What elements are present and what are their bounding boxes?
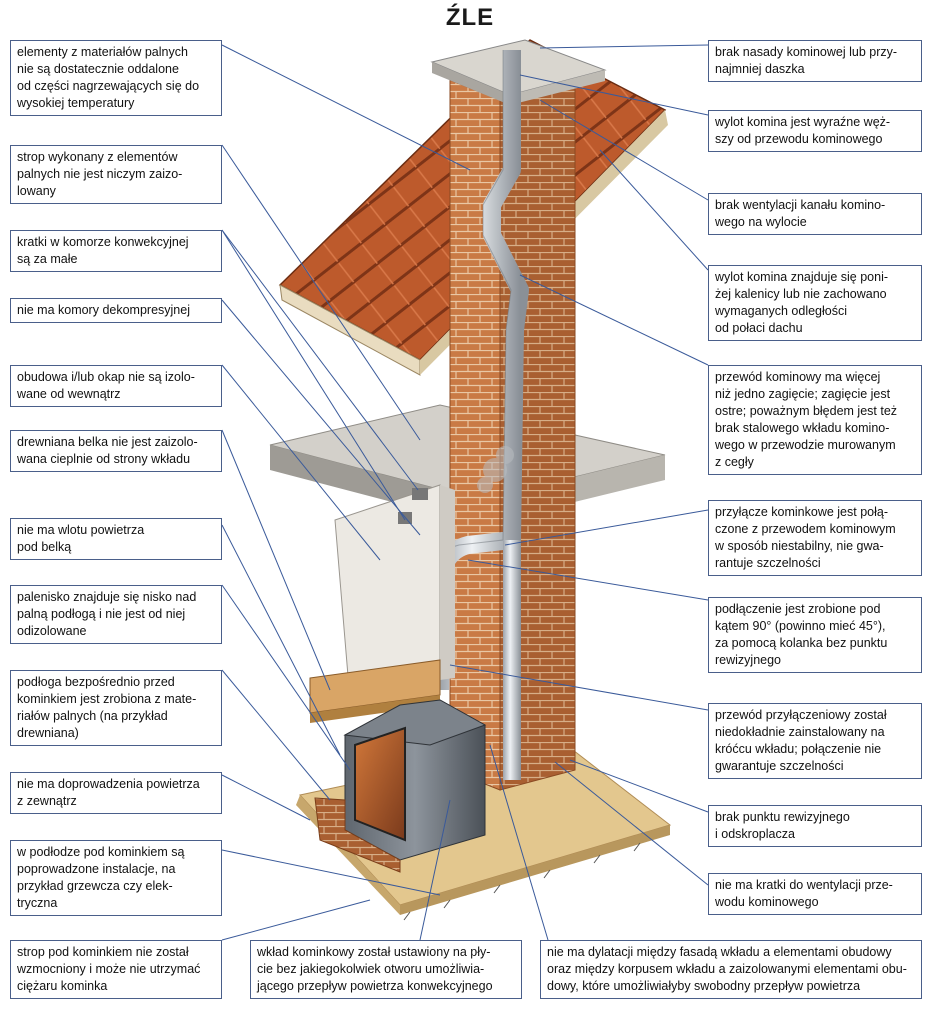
label-text: przewód kominowy ma więcej niż jedno zag… xyxy=(715,370,898,469)
label-text: nie ma wlotu powietrza pod belką xyxy=(17,523,145,554)
label-text: wkład kominkowy został ustawiony na pły-… xyxy=(257,945,493,993)
label-housing-not-insulated: obudowa i/lub okap nie są izolo- wane od… xyxy=(10,365,222,407)
label-text: nie ma komory dekompresyjnej xyxy=(17,303,190,317)
label-text: w podłodze pod kominkiem są poprowadzone… xyxy=(17,845,185,910)
label-installations-in-floor: w podłodze pod kominkiem są poprowadzone… xyxy=(10,840,222,916)
label-text: przewód przyłączeniowy został niedokładn… xyxy=(715,708,887,773)
label-connector-pipe: przewód przyłączeniowy został niedokładn… xyxy=(708,703,922,779)
label-ceiling-not-reinforced: strop pod kominkiem nie został wzmocnion… xyxy=(10,940,222,999)
label-unstable-connection: przyłącze kominkowe jest połą- czone z p… xyxy=(708,500,922,576)
label-firebox-low: palenisko znajduje się nisko nad palną p… xyxy=(10,585,222,644)
label-combustible-elements: elementy z materiałów palnych nie są dos… xyxy=(10,40,222,116)
label-text: podłoga bezpośrednio przed kominkiem jes… xyxy=(17,675,197,740)
label-90-degree-elbow: podłączenie jest zrobione pod kątem 90° … xyxy=(708,597,922,673)
label-outlet-below-ridge: wylot komina znajduje się poni- żej kale… xyxy=(708,265,922,341)
label-text: brak wentylacji kanału komino- wego na w… xyxy=(715,198,886,229)
label-flue-bends: przewód kominowy ma więcej niż jedno zag… xyxy=(708,365,922,475)
label-wooden-beam: drewniana belka nie jest zaizolo- wana c… xyxy=(10,430,222,472)
label-text: obudowa i/lub okap nie są izolo- wane od… xyxy=(17,370,195,401)
label-combustible-floor: podłoga bezpośrednio przed kominkiem jes… xyxy=(10,670,222,746)
label-text: podłączenie jest zrobione pod kątem 90° … xyxy=(715,602,888,667)
label-text: nie ma doprowadzenia powietrza z zewnątr… xyxy=(17,777,200,808)
label-no-air-inlet: nie ma wlotu powietrza pod belką xyxy=(10,518,222,560)
label-text: drewniana belka nie jest zaizolo- wana c… xyxy=(17,435,198,466)
label-no-expansion-gap: nie ma dylatacji między fasadą wkładu a … xyxy=(540,940,922,999)
stove-glass xyxy=(354,726,406,842)
label-text: strop pod kominkiem nie został wzmocnion… xyxy=(17,945,201,993)
diagram-title: ŹLE xyxy=(445,4,495,31)
label-text: wylot komina znajduje się poni- żej kale… xyxy=(715,270,889,335)
label-ceiling-not-insulated: strop wykonany z elementów palnych nie j… xyxy=(10,145,222,204)
label-text: brak nasady kominowej lub przy- najmniej… xyxy=(715,45,898,76)
label-text: nie ma kratki do wentylacji prze- wodu k… xyxy=(715,878,893,909)
label-no-outside-air: nie ma doprowadzenia powietrza z zewnątr… xyxy=(10,772,222,814)
label-no-inspection-point: brak punktu rewizyjnego i odskroplacza xyxy=(708,805,922,847)
label-no-chimney-cap: brak nasady kominowej lub przy- najmniej… xyxy=(708,40,922,82)
label-narrow-outlet: wylot komina jest wyraźne węż- szy od pr… xyxy=(708,110,922,152)
label-text: brak punktu rewizyjnego i odskroplacza xyxy=(715,810,850,841)
label-no-decompression-chamber: nie ma komory dekompresyjnej xyxy=(10,298,222,323)
label-text: palenisko znajduje się nisko nad palną p… xyxy=(17,590,197,638)
label-no-ventilation-outlet: brak wentylacji kanału komino- wego na w… xyxy=(708,193,922,235)
label-text: nie ma dylatacji między fasadą wkładu a … xyxy=(547,945,907,993)
label-insert-on-plate: wkład kominkowy został ustawiony na pły-… xyxy=(250,940,522,999)
label-text: wylot komina jest wyraźne węż- szy od pr… xyxy=(715,115,891,146)
label-text: przyłącze kominkowe jest połą- czone z p… xyxy=(715,505,896,570)
label-text: strop wykonany z elementów palnych nie j… xyxy=(17,150,183,198)
label-grilles-too-small: kratki w komorze konwekcyjnej są za małe xyxy=(10,230,222,272)
label-no-flue-grille: nie ma kratki do wentylacji prze- wodu k… xyxy=(708,873,922,915)
label-text: kratki w komorze konwekcyjnej są za małe xyxy=(17,235,189,266)
label-text: elementy z materiałów palnych nie są dos… xyxy=(17,45,200,110)
